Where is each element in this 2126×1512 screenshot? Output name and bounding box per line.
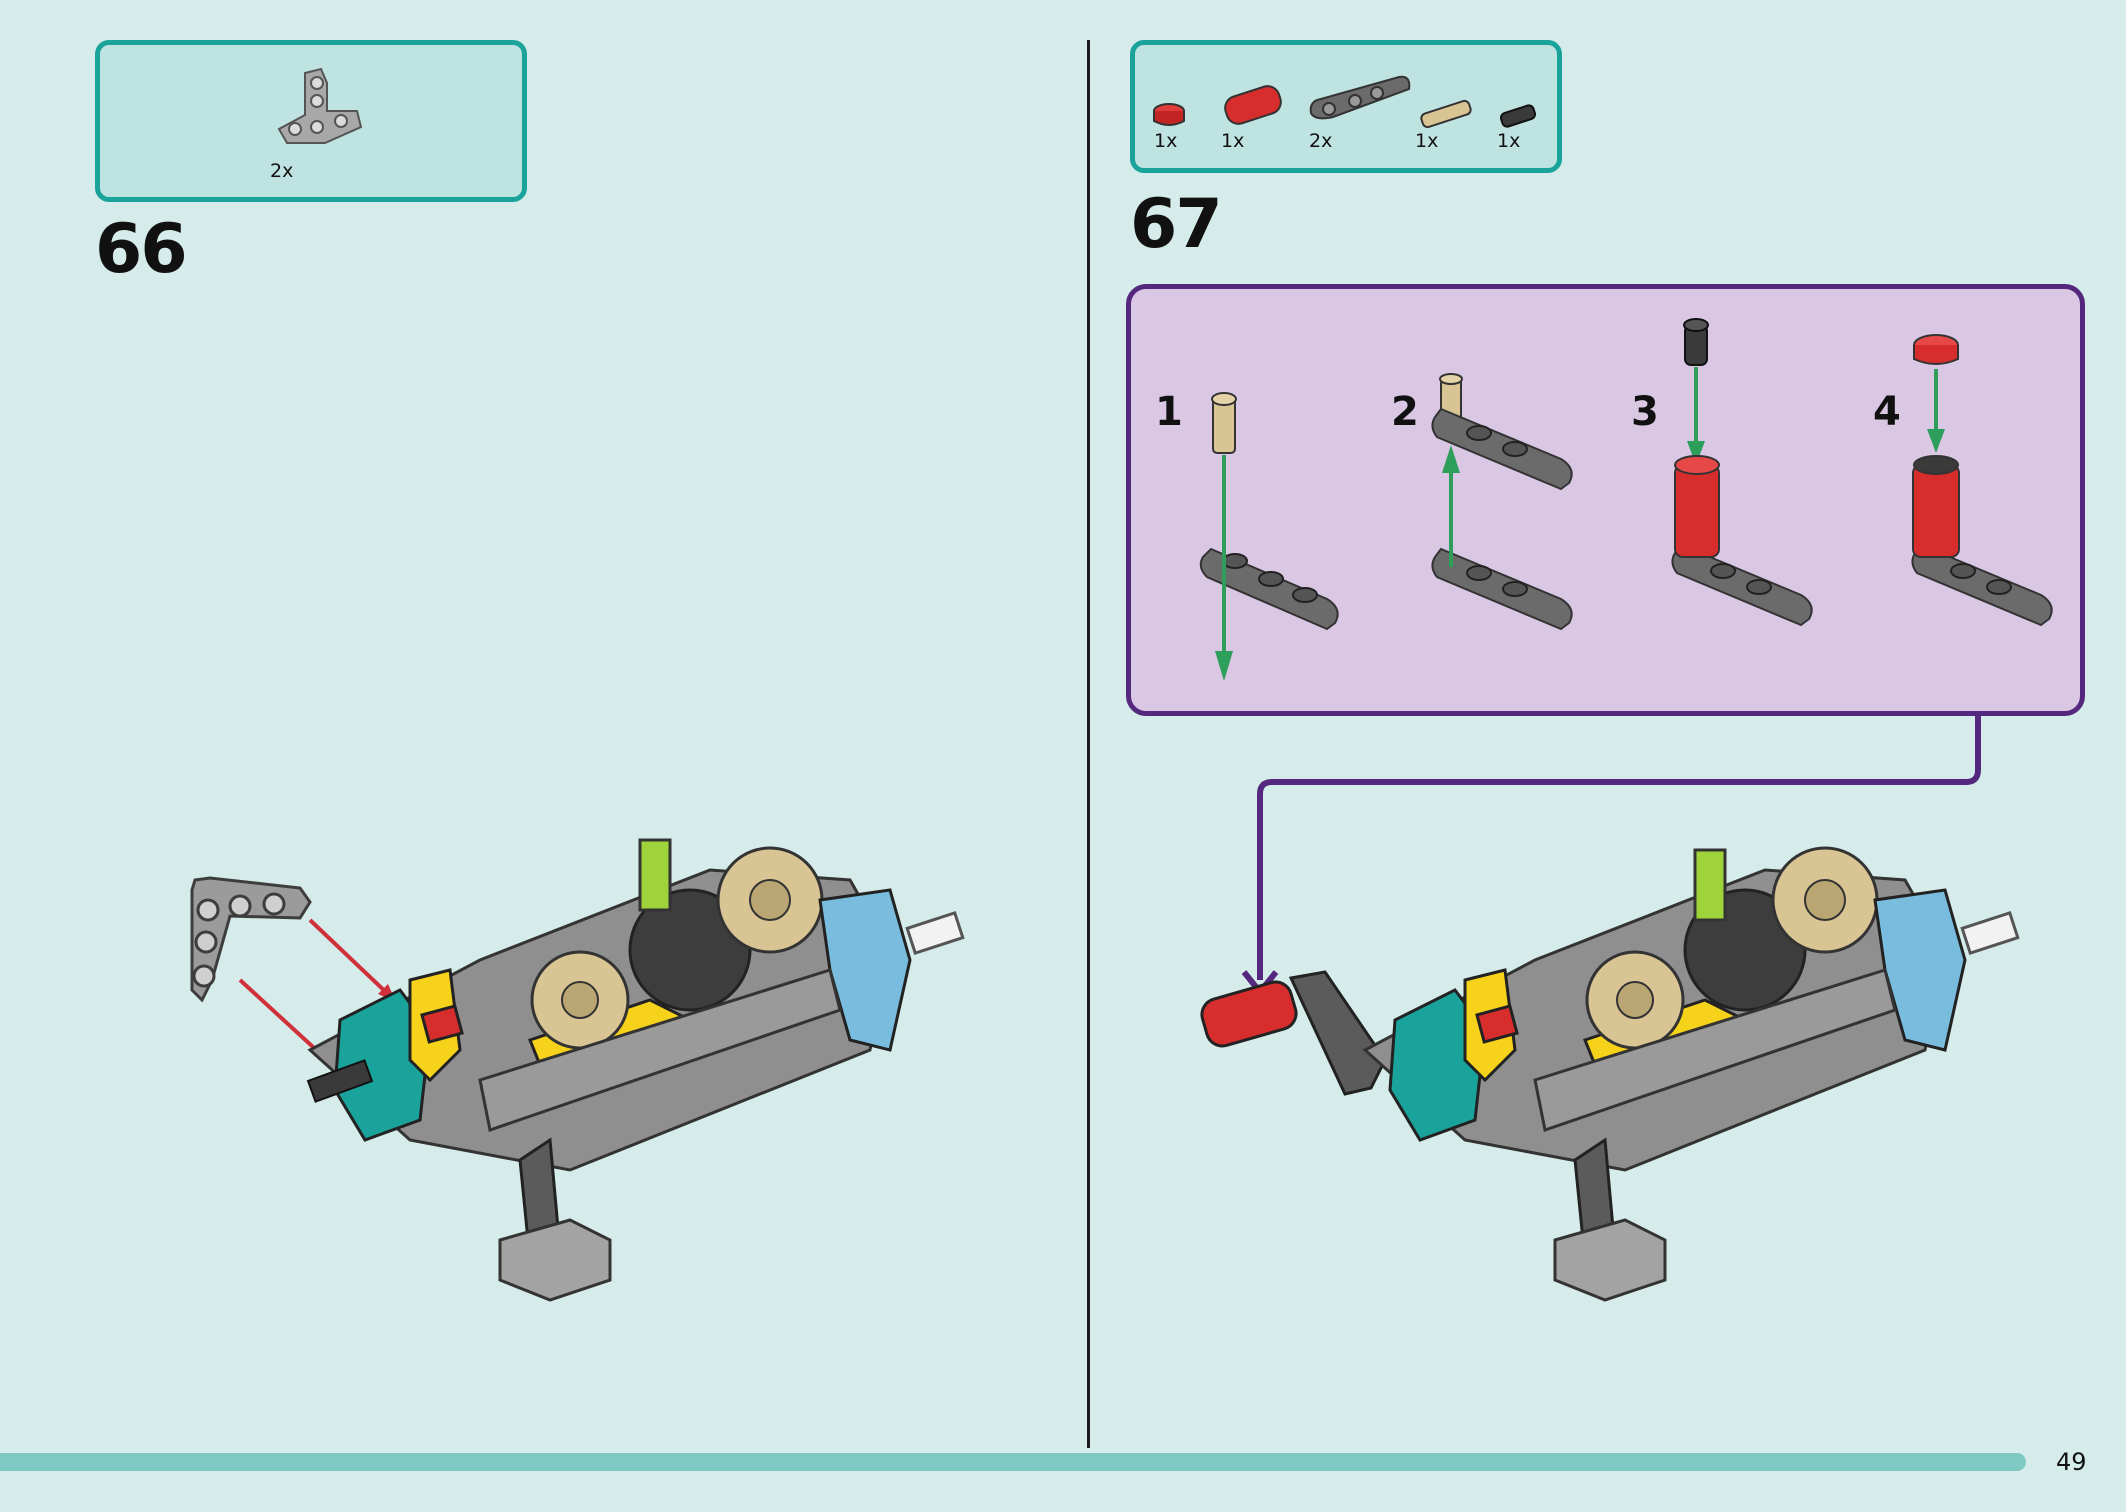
page-divider — [1087, 40, 1090, 1448]
red-cap-part-icon — [1153, 103, 1185, 126]
t-beam-icon — [190, 876, 312, 1003]
substep-number: 3 — [1631, 389, 1659, 435]
step-number-66: 66 — [95, 210, 188, 289]
part-qty: 2x — [1309, 130, 1333, 152]
step-67-assembly-illustration — [1200, 846, 2020, 1302]
tan-pin-part-icon — [1420, 99, 1472, 129]
red-axle-connector-part-icon — [1224, 85, 1282, 125]
part-qty: 2x — [270, 160, 294, 182]
black-pin-part-icon — [1499, 104, 1537, 128]
part-qty: 1x — [1154, 130, 1178, 152]
footer-bar — [0, 1453, 2026, 1471]
page-number: 49 — [2056, 1448, 2087, 1476]
step-number-67: 67 — [1130, 185, 1223, 264]
parts-box-step-66: 2x — [95, 40, 527, 202]
dark-grey-beam-part-icon — [1309, 75, 1411, 120]
part-qty: 1x — [1415, 130, 1439, 152]
substep-number: 1 — [1155, 389, 1183, 435]
substep-4-illustration — [1911, 334, 2053, 627]
sub-assembly-callout: 1 2 3 4 — [1126, 284, 2085, 716]
substep-1-illustration — [1199, 392, 1339, 681]
substep-3-illustration — [1671, 318, 1813, 627]
part-qty: 1x — [1497, 130, 1521, 152]
substep-number: 2 — [1391, 389, 1419, 435]
parts-box-step-67: 1x 1x 2x 1x 1x — [1130, 40, 1562, 173]
substep-2-illustration — [1431, 373, 1573, 631]
substep-number: 4 — [1873, 389, 1901, 435]
step-66-assembly-illustration — [190, 838, 965, 1302]
part-qty: 1x — [1221, 130, 1245, 152]
t-beam-part-icon — [277, 67, 363, 144]
